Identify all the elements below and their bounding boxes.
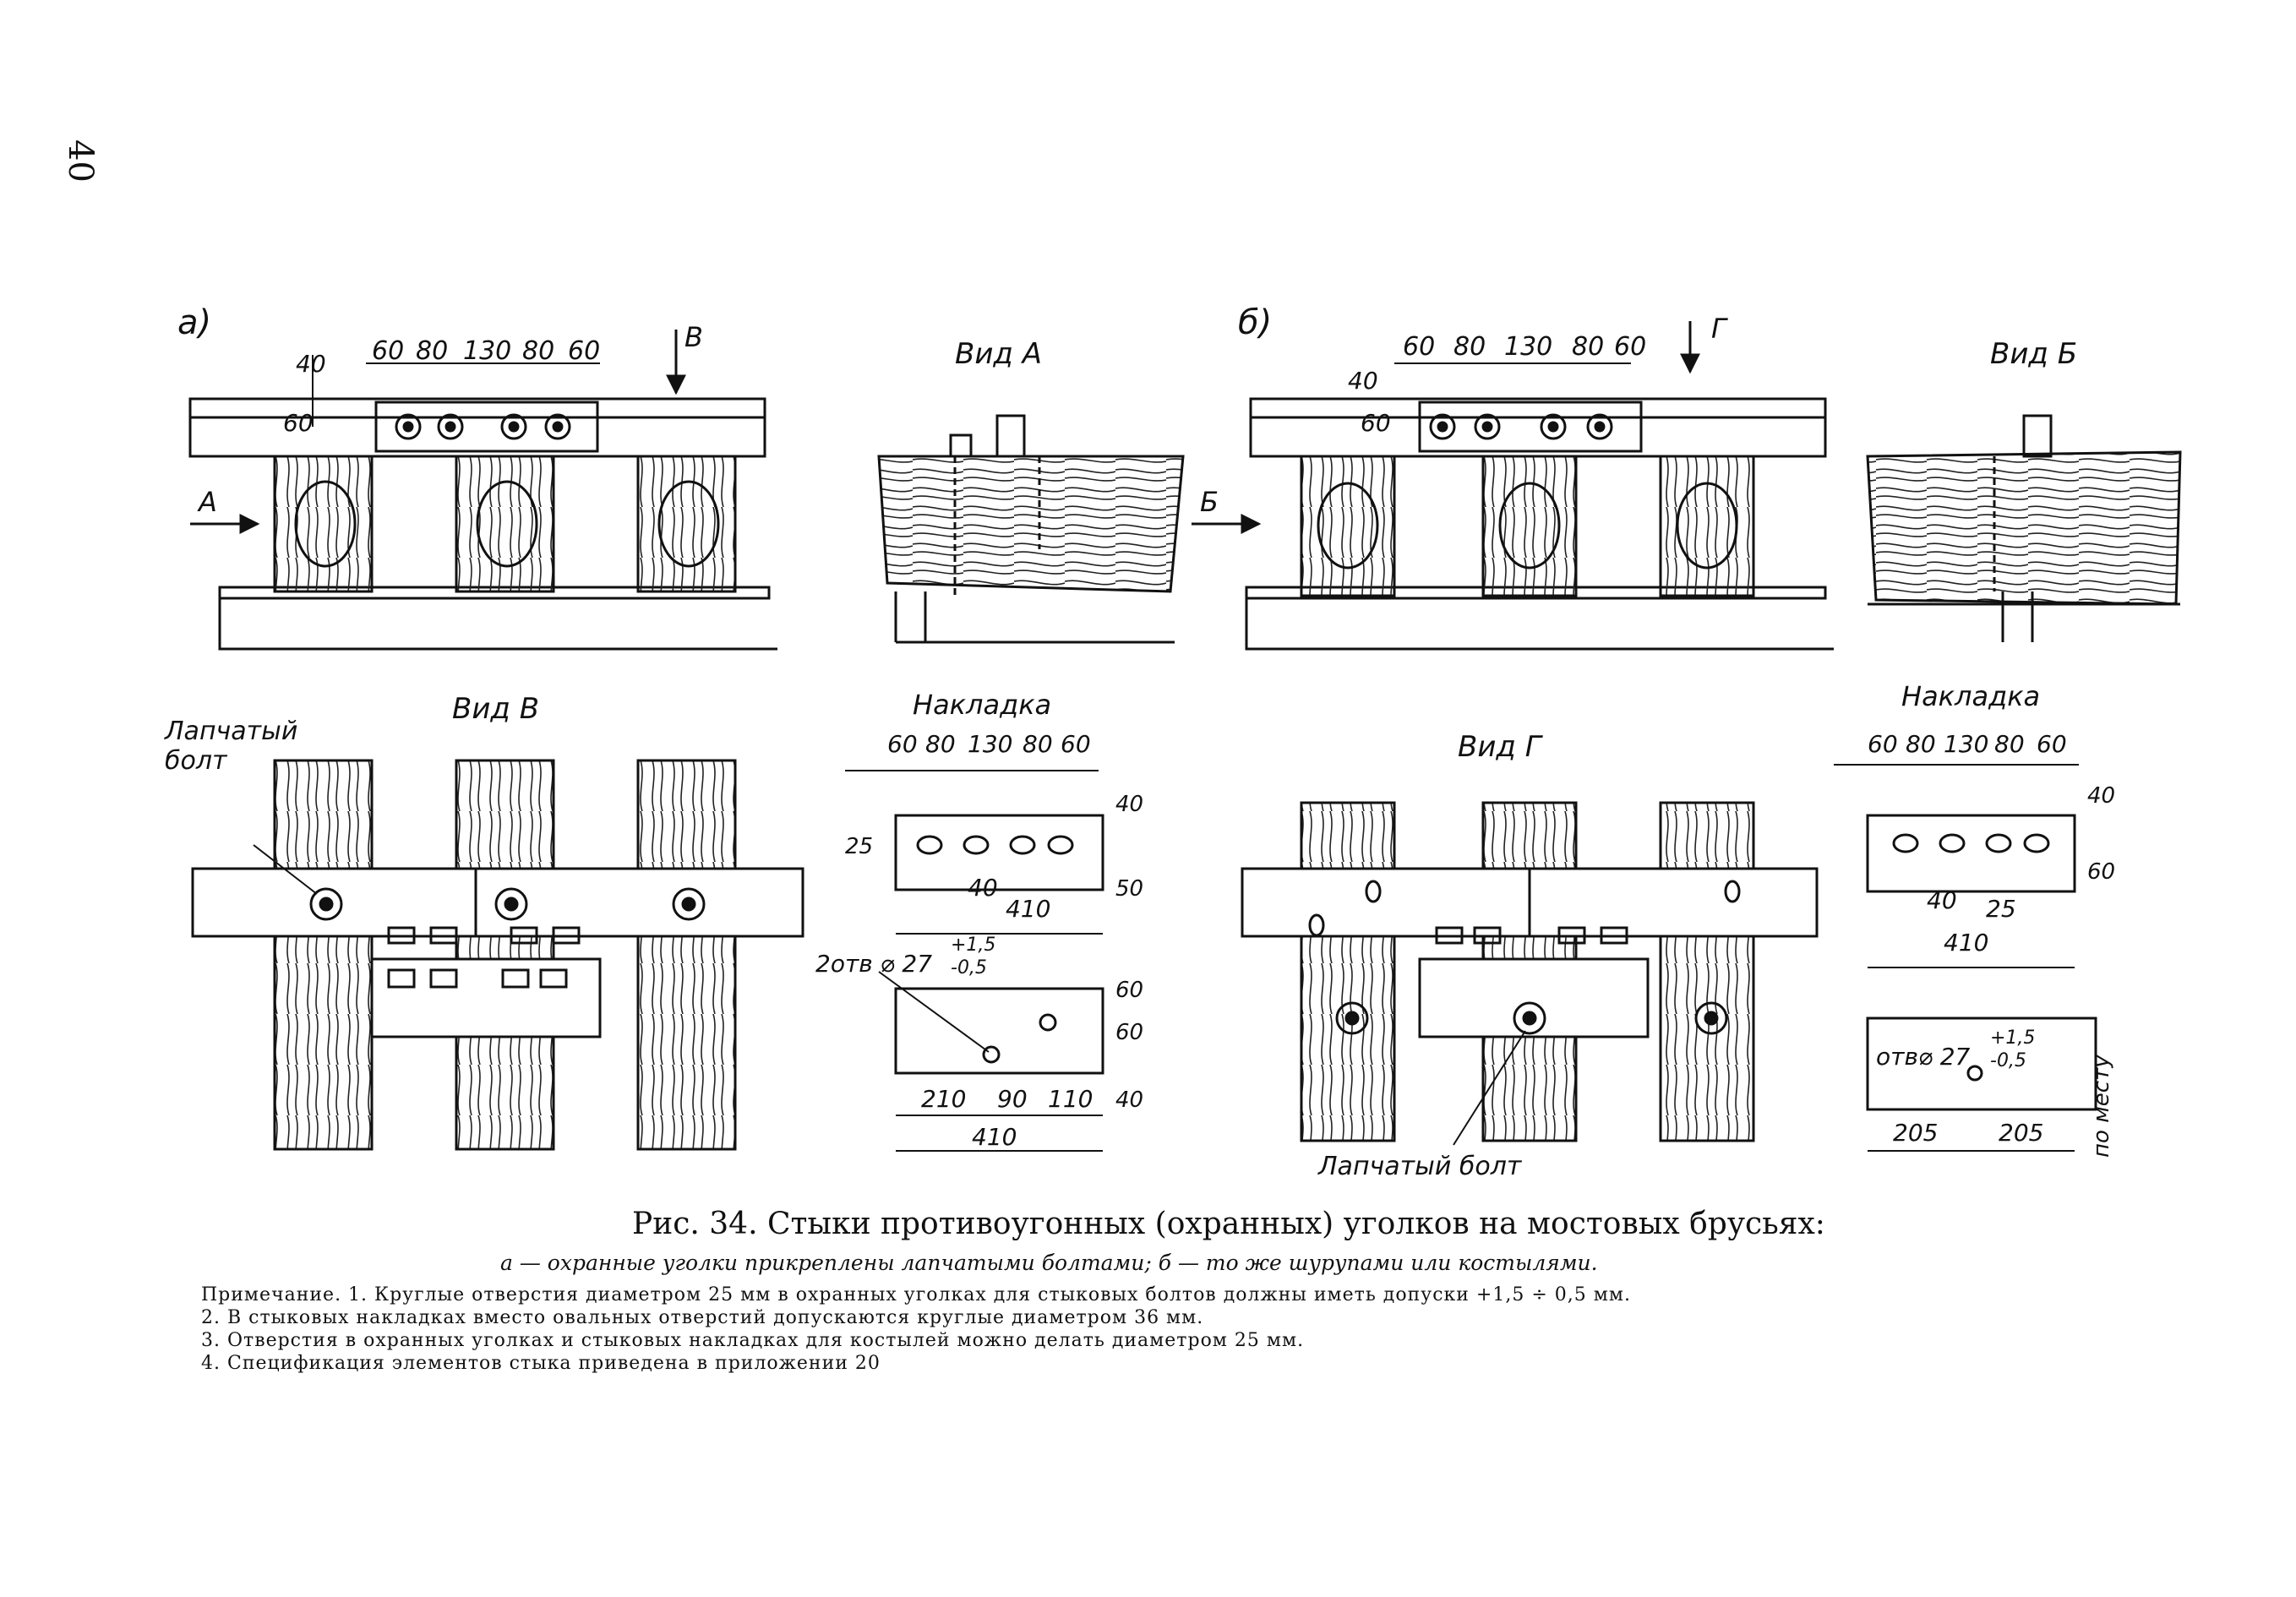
holes-tol-minus-b: -0,5 (1990, 1050, 2026, 1071)
plate2-b-side: по месту (2089, 1055, 2114, 1158)
nakladka-b-dim-4: 80 (1994, 730, 2025, 758)
nakladka-b-right-60: 60 (2087, 859, 2115, 885)
nakladka-a-dim-410: 410 (1006, 895, 1050, 923)
panel-a-arrow-v: В (684, 321, 703, 353)
plate2-b-dim-205b: 205 (1999, 1119, 2043, 1147)
panel-b-label: б) (1238, 303, 1272, 342)
figure-subcaption: а — охранные уголки прикреплены лапчатым… (500, 1251, 1598, 1275)
view-v-title: Вид В (452, 692, 539, 726)
plate2-a-right-40: 40 (1115, 1087, 1143, 1113)
view-g-title: Вид Г (1458, 730, 1544, 764)
technical-drawing: а) 60 80 130 80 60 40 60 В А Вид А Вид В… (164, 303, 2182, 1181)
nakladka-a-dim-2: 80 (925, 730, 956, 758)
nakladka-b-dim-1: 60 (1868, 730, 1898, 758)
panel-a-arrow-a: А (197, 486, 217, 518)
holes-tol-minus-a: -0,5 (951, 957, 987, 978)
view-b-section (1866, 414, 2182, 642)
panel-a-elevation (188, 330, 777, 651)
panel-a-dim-3: 130 (463, 336, 511, 366)
plate2-b-dim-205a: 205 (1893, 1119, 1938, 1147)
panel-a-dim-60: 60 (283, 409, 314, 437)
plate2-a-right-60a: 60 (1115, 978, 1143, 1003)
lap-bolt-label-b: Лапчатый болт (1317, 1152, 1523, 1181)
panel-a-dim-5: 60 (568, 336, 600, 366)
nakladka-b-right-40: 40 (2087, 783, 2115, 809)
panel-a-dim-2: 80 (416, 336, 448, 366)
nakladka-b-dim-2: 80 (1906, 730, 1936, 758)
panel-a-dim-40: 40 (296, 350, 326, 378)
nakladka-a-dim-1: 60 (887, 730, 918, 758)
panel-b-dim-4: 80 (1572, 332, 1604, 362)
panel-b-arrow-g: Г (1711, 313, 1728, 345)
panel-b-arrow-b: Б (1200, 486, 1219, 518)
panel-a-label: а) (177, 303, 211, 342)
nakladka-a-right-50: 50 (1115, 876, 1143, 902)
view-v-plan (191, 759, 804, 1151)
nakladka-a-right-40: 40 (1115, 792, 1143, 817)
nakladka-b-dim-25: 25 (1986, 895, 2016, 923)
plate2-a-dim-90: 90 (997, 1085, 1028, 1113)
nakladka-a-dim-4: 80 (1023, 730, 1053, 758)
nakladka-a-dim-25: 25 (845, 834, 873, 859)
plate2-a-dim-110: 110 (1048, 1085, 1093, 1113)
holes-label-a: 2отв ⌀ 27 (815, 950, 932, 978)
note-4: 4. Спецификация элементов стыка приведен… (201, 1353, 881, 1374)
nakladka-a-dim-40: 40 (968, 874, 998, 902)
panel-a-dim-1: 60 (372, 336, 404, 366)
panel-a-dim-4: 80 (522, 336, 554, 366)
nakladka-a-dim-3: 130 (968, 730, 1012, 758)
panel-b-dim-3: 130 (1504, 332, 1552, 362)
panel-b-dim-5: 60 (1614, 332, 1646, 362)
nakladka-b-dim-410: 410 (1944, 929, 1988, 957)
lap-bolt-label-a2: болт (165, 746, 228, 776)
view-g-plan (1241, 801, 1819, 1146)
view-a-title: Вид А (955, 337, 1042, 371)
nakladka-b (1834, 764, 2097, 1152)
holes-tol-plus-b: +1,5 (1990, 1027, 2035, 1049)
note-2: 2. В стыковых накладках вместо овальных … (201, 1307, 1204, 1328)
nakladka-b-dim-40: 40 (1927, 886, 1957, 914)
nakladka-b-dim-5: 60 (2037, 730, 2067, 758)
nakladka-a-dim-5: 60 (1061, 730, 1091, 758)
holes-tol-plus-a: +1,5 (951, 935, 995, 956)
plate2-a-right-60b: 60 (1115, 1020, 1143, 1045)
nakladka-a-title: Накладка (913, 689, 1051, 721)
nakladka-b-title: Накладка (1901, 680, 2040, 712)
panel-b-dim-60: 60 (1361, 409, 1391, 437)
plate2-a-dim-210: 210 (921, 1085, 966, 1113)
holes-label-b: отв⌀ 27 (1876, 1043, 1971, 1071)
figure-caption: Рис. 34. Стыки противоугонных (охранных)… (632, 1207, 1825, 1241)
note-3: 3. Отверстия в охранных уголках и стыков… (201, 1330, 1305, 1351)
note-1: Примечание. 1. Круглые отверстия диаметр… (201, 1284, 1631, 1305)
panel-b-dim-2: 80 (1453, 332, 1486, 362)
lap-bolt-label-a1: Лапчатый (164, 717, 297, 746)
view-b-title: Вид Б (1990, 337, 2077, 371)
panel-b-dim-1: 60 (1403, 332, 1435, 362)
panel-b-elevation (1192, 321, 1834, 651)
panel-b-dim-40: 40 (1348, 367, 1378, 395)
plate2-a-total: 410 (972, 1123, 1017, 1151)
nakladka-a (845, 770, 1104, 1152)
view-a-section (877, 414, 1185, 644)
nakladka-b-dim-3: 130 (1944, 730, 1988, 758)
